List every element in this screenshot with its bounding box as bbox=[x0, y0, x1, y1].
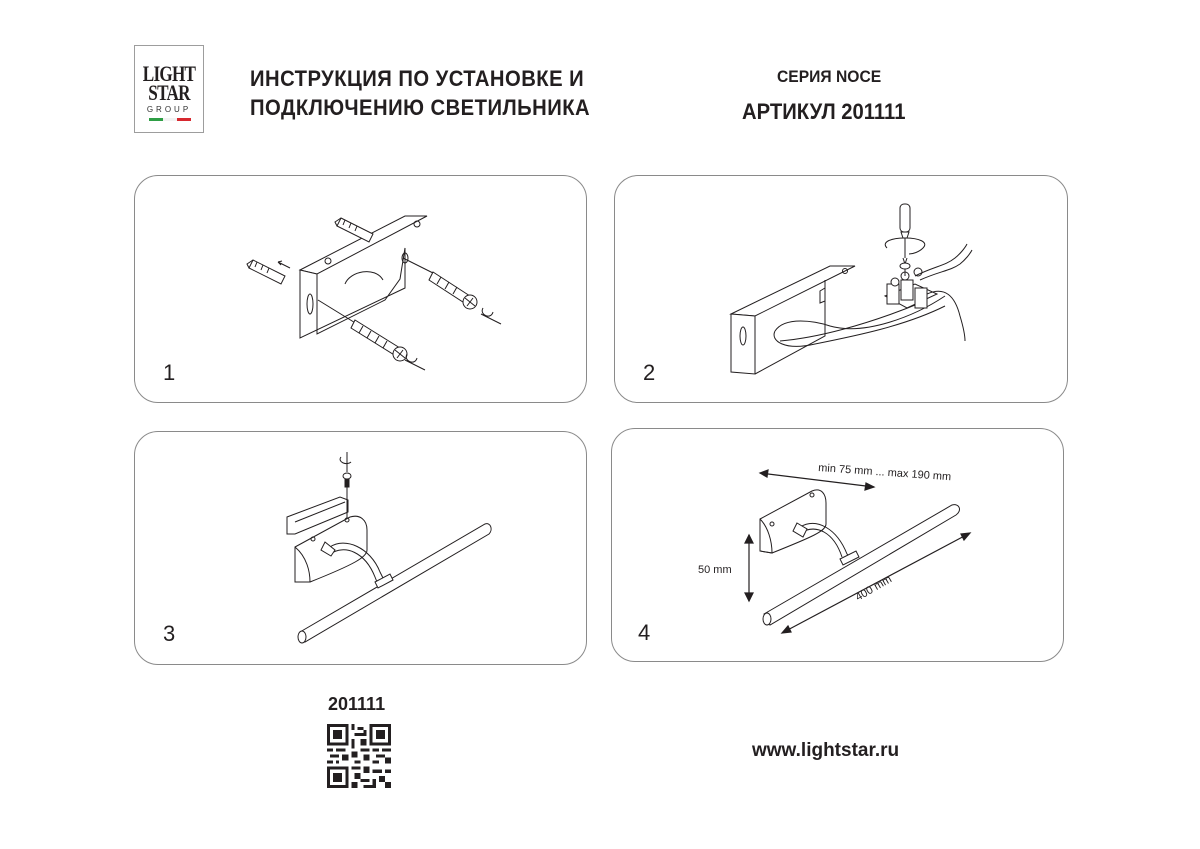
step-4-panel: min 75 mm ... max 190 mm 50 mm 400 mm 4 bbox=[611, 428, 1064, 662]
screw-icon bbox=[402, 257, 478, 310]
qr-code-icon[interactable] bbox=[327, 724, 391, 788]
series-label: СЕРИЯ NOCE bbox=[777, 67, 882, 86]
screwdriver-icon bbox=[884, 203, 926, 266]
logo-text-star: STAR bbox=[148, 80, 190, 105]
bracket-mounting-illustration bbox=[246, 215, 502, 371]
dimension-arrow-icon bbox=[744, 533, 754, 603]
step-2-panel: 2 bbox=[614, 175, 1068, 403]
screw-icon bbox=[342, 472, 352, 520]
dimension-arrow-icon bbox=[758, 469, 876, 491]
logo-text-group: GROUP bbox=[146, 105, 192, 114]
step-1-panel: 1 bbox=[134, 175, 587, 403]
dimension-arrow-icon bbox=[780, 532, 972, 634]
step-number: 2 bbox=[643, 360, 656, 385]
document-title: ИНСТРУКЦИЯ ПО УСТАНОВКЕ И ПОДКЛЮЧЕНИЮ СВ… bbox=[250, 64, 590, 122]
wiring-connection-illustration bbox=[729, 203, 973, 375]
lamp-dimensions-illustration: min 75 mm ... max 190 mm 50 mm 400 mm bbox=[698, 462, 972, 634]
article-number: АРТИКУЛ 201111 bbox=[742, 99, 906, 124]
rotate-arrow-icon bbox=[480, 307, 502, 325]
product-sku: 201111 bbox=[328, 694, 386, 714]
logo-text-light: LIGHT bbox=[142, 61, 196, 86]
title-line-1: ИНСТРУКЦИЯ ПО УСТАНОВКЕ И bbox=[250, 66, 585, 91]
rotate-arrow-icon bbox=[339, 452, 352, 472]
lamp-attach-illustration bbox=[286, 452, 492, 644]
title-line-2: ПОДКЛЮЧЕНИЮ СВЕТИЛЬНИКА bbox=[250, 95, 591, 120]
step-number: 4 bbox=[638, 620, 651, 645]
terminal-block-icon bbox=[883, 267, 939, 309]
step-number: 3 bbox=[163, 621, 176, 646]
wall-dowel-icon bbox=[246, 259, 286, 285]
rotate-arrow-icon bbox=[404, 353, 426, 371]
website-link[interactable]: www.lightstar.ru bbox=[752, 740, 900, 761]
height-label: 50 mm bbox=[698, 564, 732, 576]
screw-icon bbox=[899, 262, 911, 276]
step-number: 1 bbox=[163, 360, 176, 385]
step-3-panel: 3 bbox=[134, 431, 587, 665]
wall-dowel-icon bbox=[334, 217, 374, 243]
brand-logo: LIGHT STAR GROUP bbox=[134, 45, 204, 133]
italian-flag-stripe bbox=[149, 118, 191, 121]
length-label: 400 mm bbox=[854, 573, 894, 603]
arm-reach-label: min 75 mm ... max 190 mm bbox=[818, 462, 952, 483]
